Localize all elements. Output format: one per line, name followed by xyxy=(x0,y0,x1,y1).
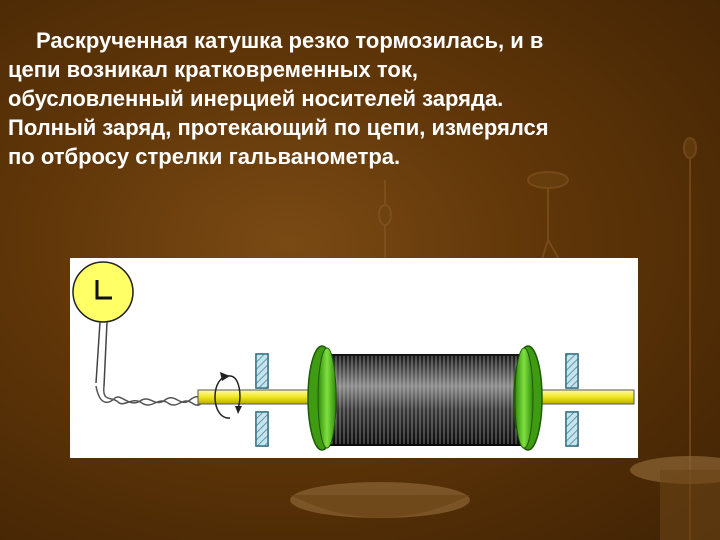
rotation-arrow-icon xyxy=(214,372,242,419)
galvanometer-icon xyxy=(72,261,134,387)
text-line-4: Полный заряд, протекающий по цепи, измер… xyxy=(8,115,549,140)
bearing-left-top xyxy=(255,353,269,389)
bearing-left-bottom xyxy=(255,411,269,447)
bearing-right-bottom xyxy=(565,411,579,447)
text-line-3: обусловленный инерцией носителей заряда. xyxy=(8,86,504,111)
text-line-1: Раскрученная катушка резко тормозилась, … xyxy=(36,28,544,53)
experiment-figure xyxy=(70,258,638,458)
slide-text: Раскрученная катушка резко тормозилась, … xyxy=(8,26,708,171)
coil-flange-left xyxy=(307,345,337,451)
text-line-5: по отбросу стрелки гальванометра. xyxy=(8,144,401,169)
text-line-2: цепи возникал кратковременных ток, xyxy=(8,57,418,82)
experiment-diagram xyxy=(72,261,635,451)
coil-icon xyxy=(328,354,524,446)
twisted-wire xyxy=(95,385,209,404)
bearing-right-top xyxy=(565,353,579,389)
coil-flange-right xyxy=(513,345,543,451)
